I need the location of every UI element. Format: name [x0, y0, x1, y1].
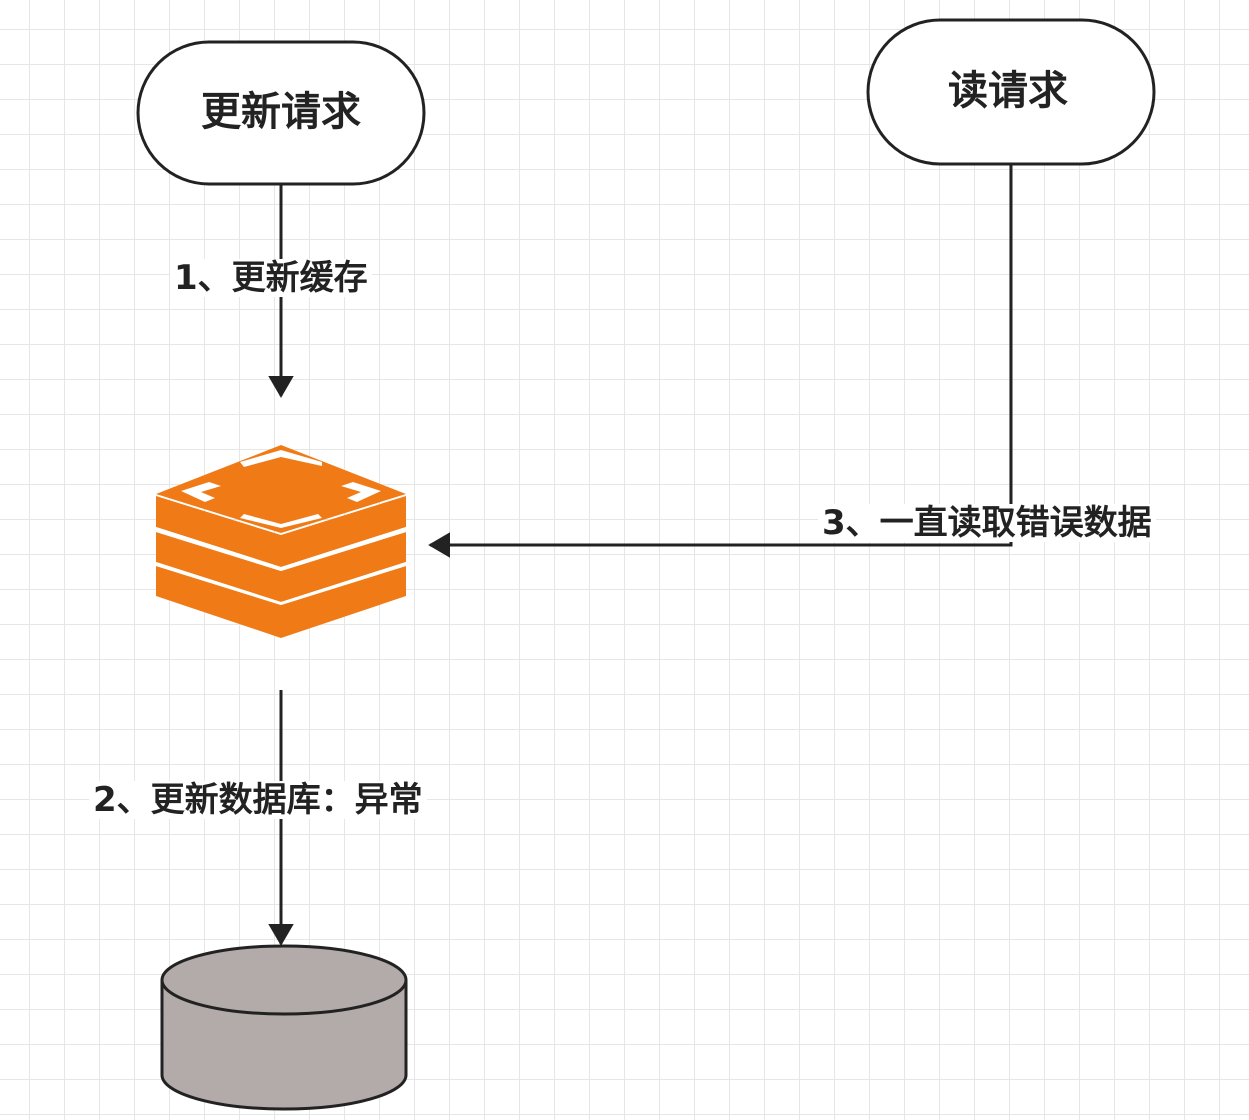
redis-cache-icon	[156, 445, 406, 638]
edge-label-read-wrong: 3、一直读取错误数据	[818, 504, 1156, 542]
edge-read-wrong-line	[428, 165, 1013, 558]
node-read-request: 读请求	[866, 18, 1156, 166]
edge-label-update-cache: 1、更新缓存	[170, 259, 372, 297]
node-update-request: 更新请求	[136, 40, 426, 186]
edge-label-update-db: 2、更新数据库：异常	[89, 781, 427, 819]
node-read-request-label: 读请求	[948, 68, 1068, 114]
database-cylinder-icon	[160, 944, 408, 1111]
node-update-request-label: 更新请求	[201, 89, 361, 135]
